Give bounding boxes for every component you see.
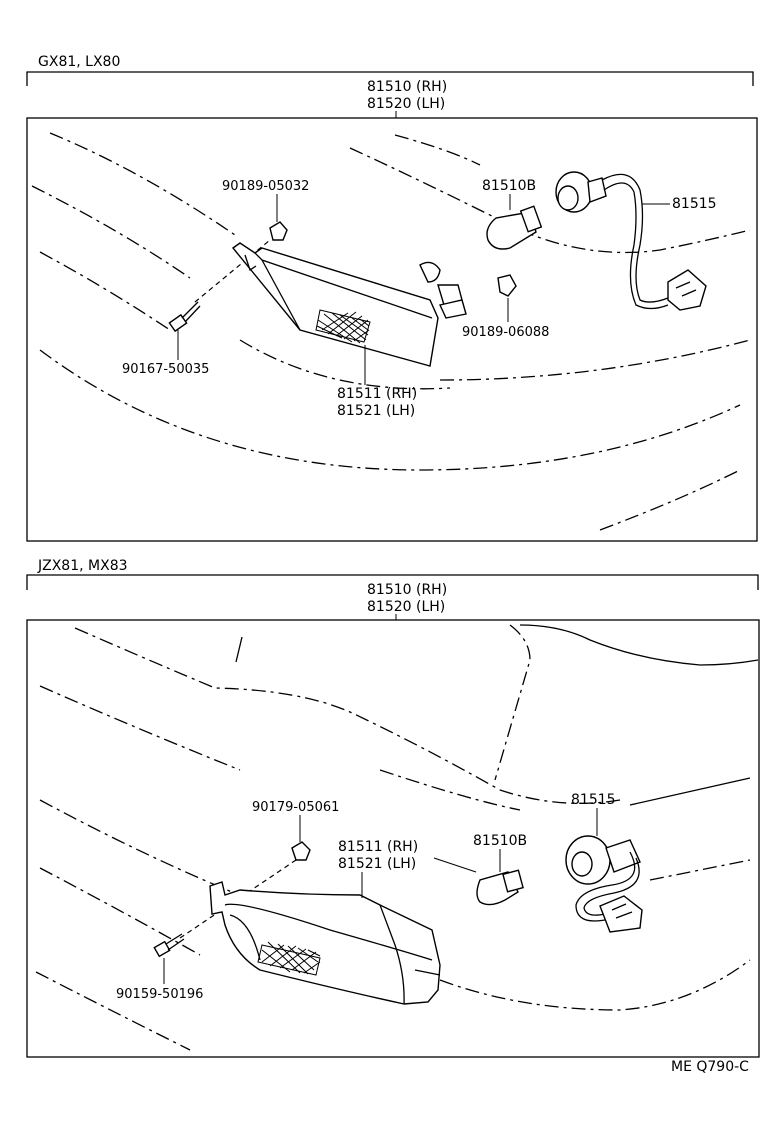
top-socket-icon xyxy=(555,171,707,311)
bottom-section: JZX81, MX83 81510 (RH) 81520 (LH) 90179-… xyxy=(26,558,760,1058)
top-bulb-icon xyxy=(486,205,543,250)
bottom-screw-icon xyxy=(153,933,185,958)
bottom-socket-icon xyxy=(565,835,643,933)
top-nut-icon xyxy=(269,221,288,241)
bottom-bulb-label: 81510B xyxy=(473,833,527,849)
bottom-lens-grid-icon xyxy=(257,941,321,976)
top-socket-label: 81515 xyxy=(672,196,717,212)
bottom-bulb-icon xyxy=(476,869,524,906)
top-model-label: GX81, LX80 xyxy=(38,54,120,70)
bottom-lens-rh: 81511 (RH) xyxy=(338,839,418,855)
bottom-screw-label: 90159-50196 xyxy=(116,987,203,1002)
bottom-assembly-lh: 81520 (LH) xyxy=(367,599,445,615)
bottom-bracket xyxy=(26,574,759,590)
bottom-lens-lh: 81521 (LH) xyxy=(338,856,416,872)
top-assembly-lh: 81520 (LH) xyxy=(367,96,445,112)
top-body-lines xyxy=(31,132,751,531)
bottom-model-label: JZX81, MX83 xyxy=(37,558,128,574)
top-section: GX81, LX80 81510 (RH) 81520 (LH) 90189-0… xyxy=(26,54,758,542)
bottom-nut-label: 90179-05061 xyxy=(252,800,339,815)
bottom-lamp-housing xyxy=(209,881,441,1005)
top-clip-icon xyxy=(497,274,517,297)
top-lens-lh: 81521 (LH) xyxy=(337,403,415,419)
bottom-nut-icon xyxy=(291,841,311,861)
top-lens-rh: 81511 (RH) xyxy=(337,386,417,402)
bottom-socket-label: 81515 xyxy=(571,792,616,808)
top-screw-label: 90167-50035 xyxy=(122,362,209,377)
top-nut-label: 90189-05032 xyxy=(222,179,309,194)
top-screw-icon xyxy=(168,301,201,333)
top-bulb-label: 81510B xyxy=(482,178,536,194)
bottom-bulb-side-leader xyxy=(433,857,477,873)
top-lens-grid-icon xyxy=(315,309,371,344)
top-lamp-housing xyxy=(231,242,467,367)
top-frame xyxy=(26,117,758,542)
top-clip-label: 90189-06088 xyxy=(462,325,549,340)
top-assembly-rh: 81510 (RH) xyxy=(367,79,447,95)
bottom-body-lines xyxy=(35,624,759,1051)
bottom-assembly-rh: 81510 (RH) xyxy=(367,582,447,598)
diagram-code: ME Q790-C xyxy=(671,1059,749,1075)
top-bracket xyxy=(26,71,754,86)
bottom-frame xyxy=(26,619,760,1058)
